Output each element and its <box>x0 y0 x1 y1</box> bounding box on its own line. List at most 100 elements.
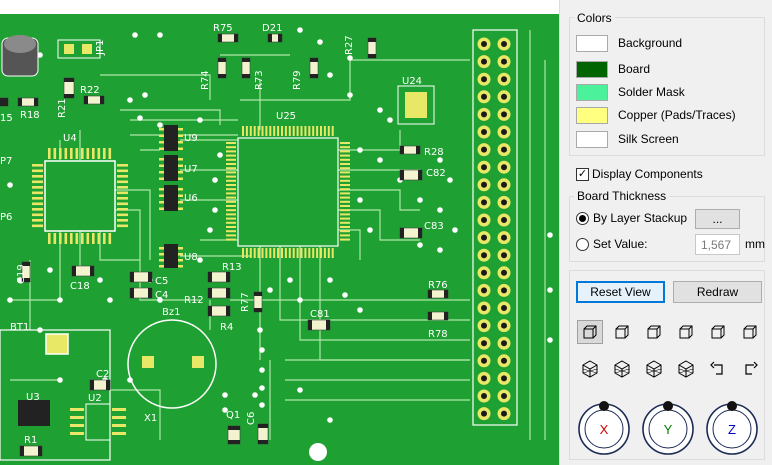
pcb-trace <box>338 229 361 260</box>
color-row-copper[interactable]: Copper (Pads/Traces) <box>576 106 736 124</box>
thickness-value-input[interactable]: 1,567 <box>695 234 740 255</box>
u25-pin <box>249 126 252 136</box>
u25-pin <box>253 126 256 136</box>
rotate-cw-button[interactable] <box>737 357 763 381</box>
colors-group <box>569 17 765 156</box>
browse-stackup-button[interactable]: ... <box>695 209 740 229</box>
u25-pin <box>269 248 272 258</box>
silk-label-u6: U6 <box>184 193 198 204</box>
u25-pin <box>226 146 236 149</box>
view-top-button[interactable] <box>737 320 763 344</box>
via <box>347 92 353 98</box>
u25-pin <box>226 179 236 182</box>
copper-color-swatch[interactable] <box>576 106 608 124</box>
silk-label-r27: R27 <box>344 35 355 55</box>
u25-pin <box>340 154 350 157</box>
rotate-y-dial[interactable]: Y <box>640 399 696 455</box>
smd-terminal <box>444 312 448 320</box>
via <box>297 387 303 393</box>
viewport-top-strip <box>0 0 559 14</box>
smd-terminal <box>418 228 422 238</box>
color-row-background[interactable]: Background <box>576 34 682 52</box>
rotate-x-dial[interactable]: X <box>576 399 632 455</box>
silk-screen-color-swatch[interactable] <box>576 130 608 148</box>
u25-pin <box>257 248 260 258</box>
via <box>259 347 265 353</box>
header-pin-hole <box>501 252 507 259</box>
u25-pin <box>284 126 287 136</box>
silk-label-r1: R1 <box>24 435 37 446</box>
view-right-button[interactable] <box>641 320 667 344</box>
background-color-label: Background <box>618 36 683 50</box>
rotate-ccw-button[interactable] <box>705 357 731 381</box>
reset-view-button[interactable]: Reset View <box>576 281 665 303</box>
header-pin-hole <box>501 305 507 311</box>
smd-terminal <box>72 266 76 276</box>
u2-pin <box>70 408 84 411</box>
chip-u4-pins <box>32 148 128 244</box>
view-iso-2-icon <box>614 360 630 378</box>
smd-terminal <box>228 440 240 444</box>
u25-pin <box>340 188 350 191</box>
soic-pin <box>159 141 164 144</box>
via <box>57 297 63 303</box>
smd-terminal <box>218 58 226 62</box>
via <box>97 277 103 283</box>
header-pin-hole <box>501 164 507 171</box>
view-iso-1-button[interactable] <box>577 357 603 381</box>
board-color-swatch[interactable] <box>576 60 608 78</box>
smd-terminal <box>148 272 152 282</box>
color-row-board[interactable]: Board <box>576 60 650 78</box>
redraw-button[interactable]: Redraw <box>673 281 762 303</box>
view-top-icon <box>743 325 757 339</box>
buzzer-pad-1 <box>142 356 154 368</box>
u25-pin <box>281 126 283 136</box>
u25-pin <box>284 248 287 258</box>
u4-pin <box>75 233 79 244</box>
rotate-cw-icon <box>745 361 758 375</box>
u4-pin <box>59 148 62 159</box>
color-row-solder-mask[interactable]: Solder Mask <box>576 83 685 101</box>
u25-pin <box>226 150 236 153</box>
solder-mask-color-swatch[interactable] <box>576 83 608 101</box>
smd-terminal <box>130 288 134 298</box>
rotate-z-dial[interactable]: Z <box>704 399 760 455</box>
view-iso-2-button[interactable] <box>609 357 635 381</box>
background-color-swatch[interactable] <box>576 34 608 52</box>
smd-terminal <box>278 34 282 42</box>
pcb-trace <box>99 231 140 261</box>
soic-pin <box>159 171 164 174</box>
board-color-label: Board <box>618 62 651 76</box>
view-iso-front-button[interactable] <box>577 320 603 344</box>
u25-pin <box>226 230 236 233</box>
u25-pin <box>340 221 350 224</box>
view-left-button[interactable] <box>609 320 635 344</box>
by-layer-stackup-radio[interactable] <box>576 212 589 225</box>
via <box>297 27 303 33</box>
u4-pin <box>81 148 84 159</box>
via <box>452 227 458 233</box>
mounting-hole <box>309 443 327 461</box>
soic-pin <box>159 164 164 167</box>
chip-u8 <box>164 244 178 268</box>
via <box>259 385 265 391</box>
color-row-silk-screen[interactable]: Silk Screen <box>576 130 679 148</box>
view-back-button[interactable] <box>705 320 731 344</box>
display-components-checkbox[interactable]: ✓ <box>576 168 589 181</box>
header-pin-hole <box>481 357 487 364</box>
view-iso-3-button[interactable] <box>641 357 667 381</box>
u4-pin <box>108 233 112 244</box>
view-iso-4-button[interactable] <box>673 357 699 381</box>
smd-terminal <box>368 38 376 42</box>
u25-pin <box>226 154 236 157</box>
set-value-radio[interactable] <box>576 238 589 251</box>
soic-pin <box>178 134 183 137</box>
u4-pin <box>32 169 43 173</box>
view-front-button[interactable] <box>673 320 699 344</box>
u25-pin <box>253 248 256 258</box>
smd-terminal <box>64 78 74 82</box>
u25-pin <box>340 200 350 203</box>
u25-pin <box>304 248 307 258</box>
